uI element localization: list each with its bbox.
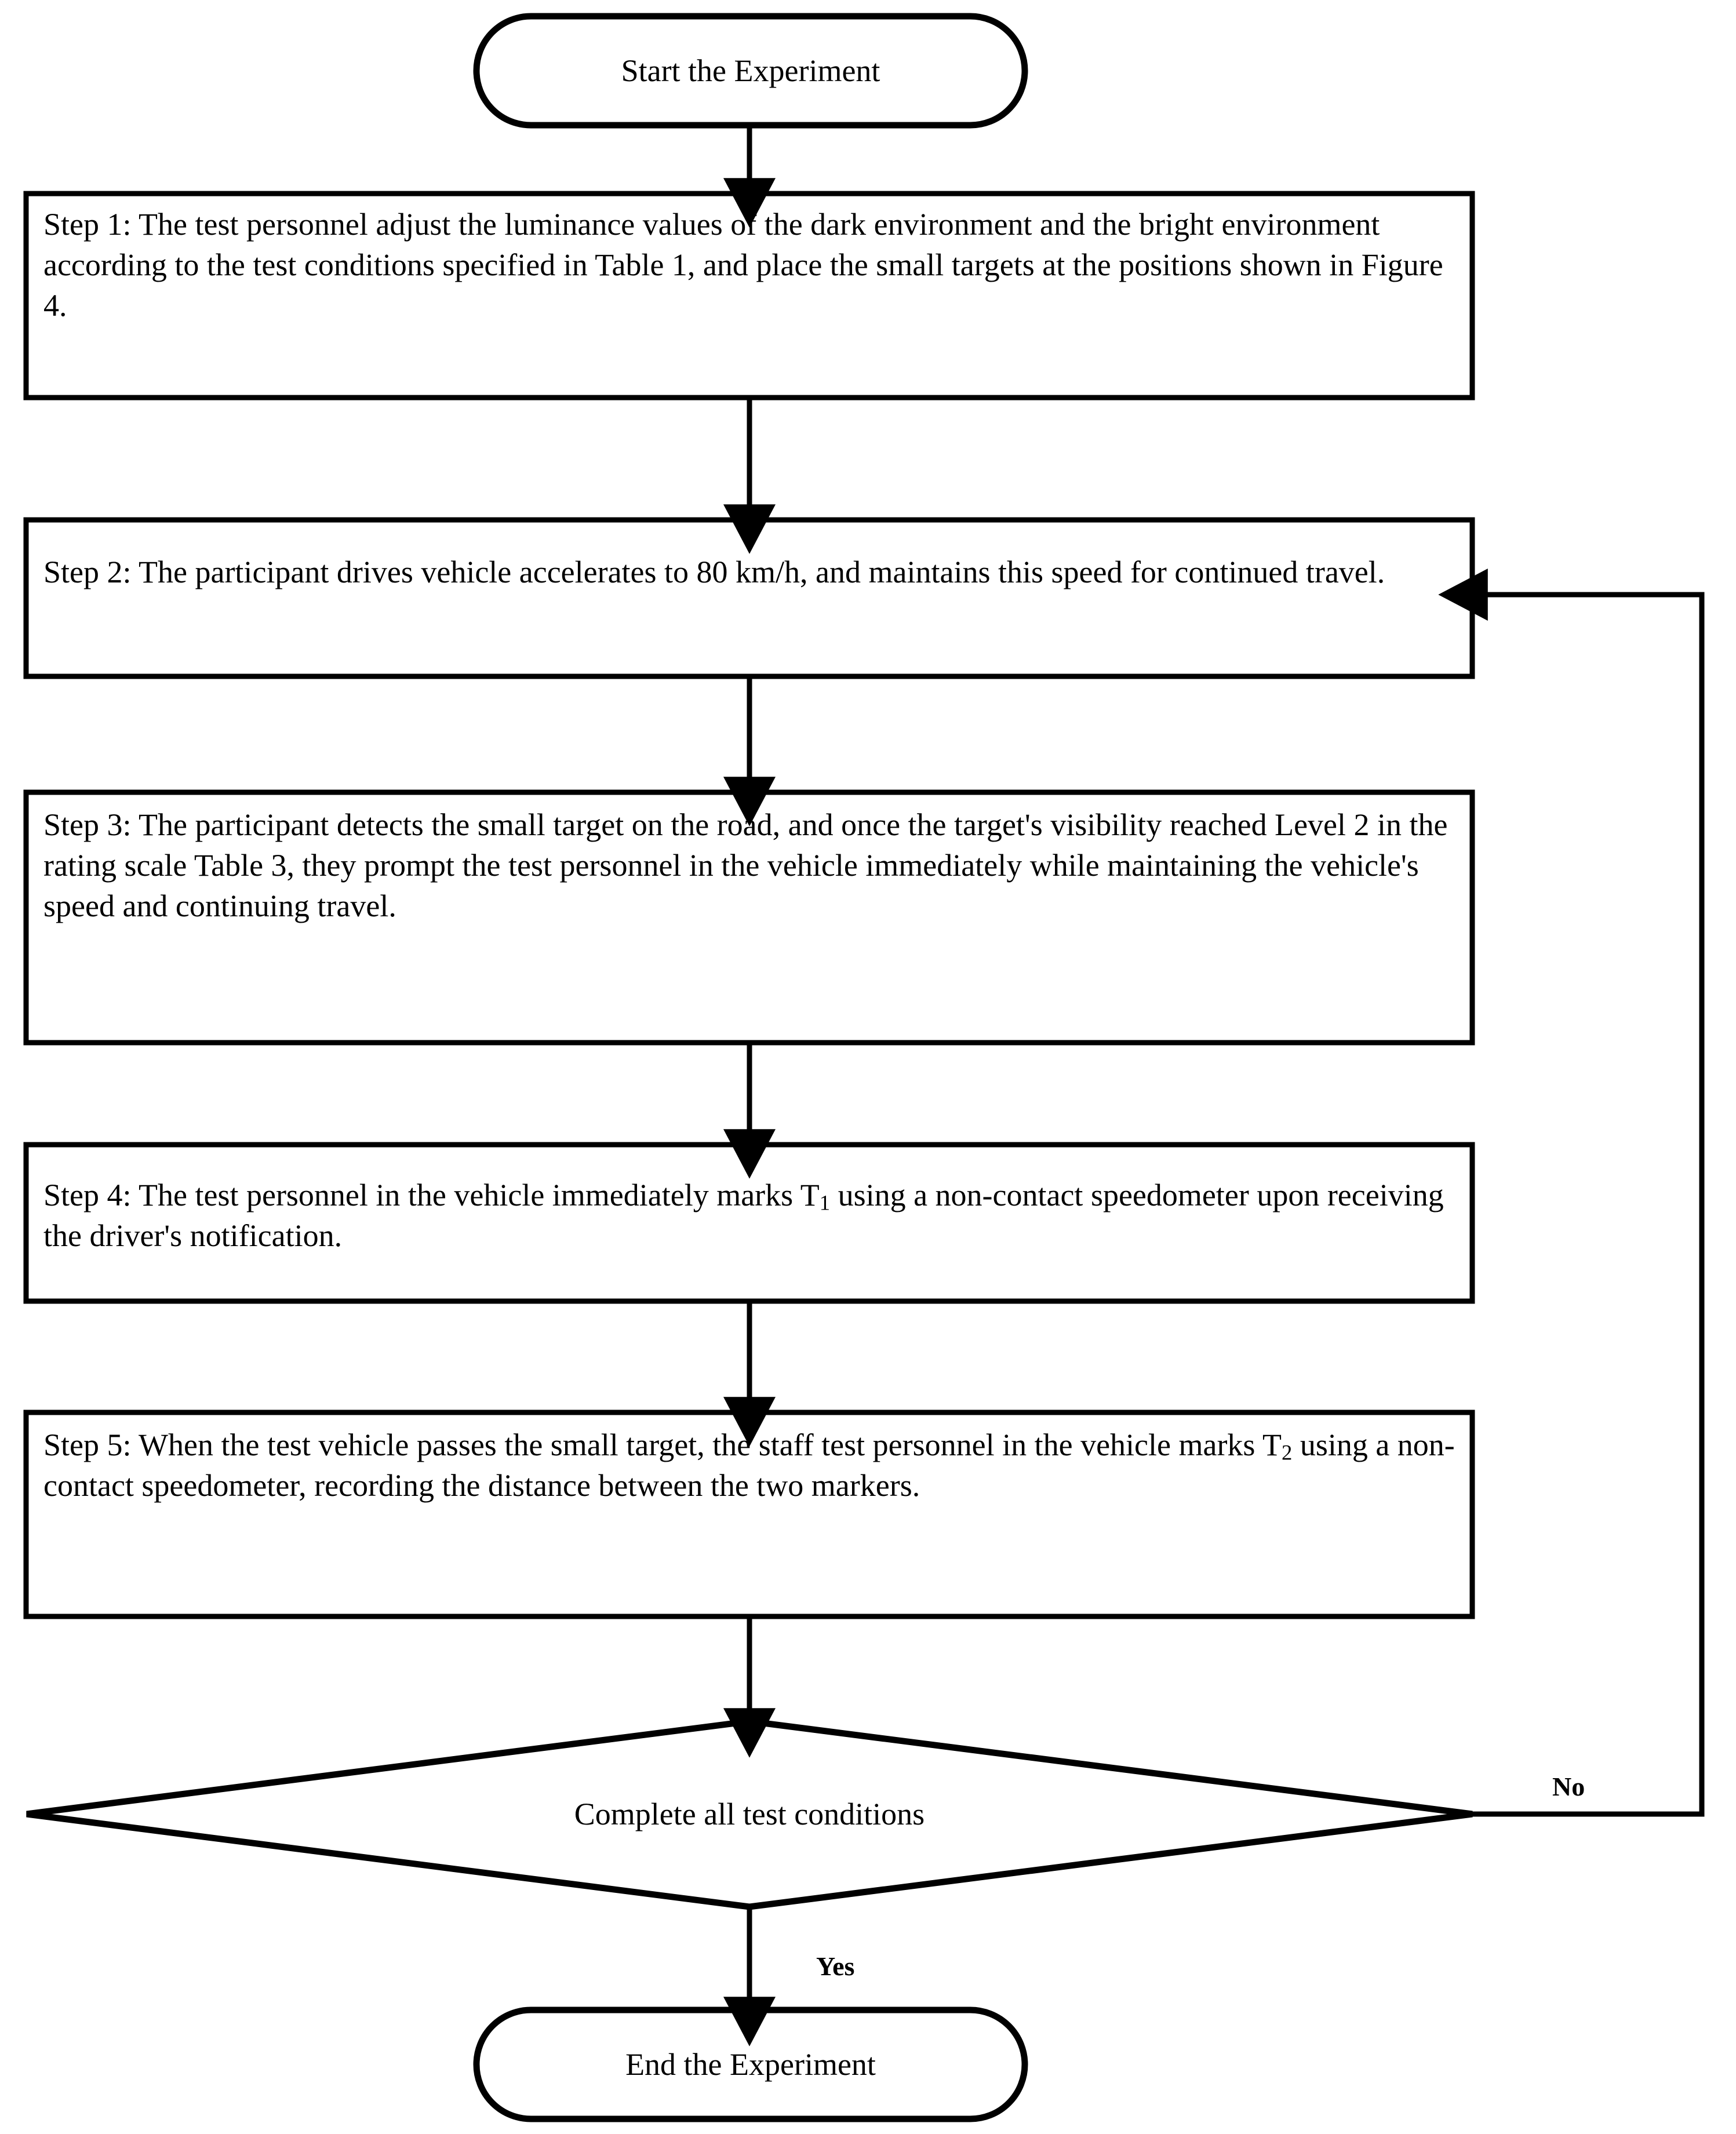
edge-label-yes: Yes — [816, 1951, 855, 1981]
step3-node-shape[interactable] — [23, 789, 1475, 1046]
end-node-label: End the Experiment — [625, 2046, 876, 2082]
step4-label-post: using a non-contact speedometer upon rec… — [43, 1178, 1452, 1254]
start-node-label: Start the Experiment — [621, 53, 880, 88]
edge-decision-no-to-step2 — [1438, 569, 1705, 1817]
step4-label-pre: Step 4: The test personnel in the vehicl… — [43, 1178, 820, 1212]
step1-node-label: Step 1: The test personnel adjust the lu… — [43, 207, 1451, 323]
step5-node-label: Step 5: When the test vehicle passes the… — [43, 1425, 1458, 1610]
step4-label-subscript: 1 — [819, 1190, 831, 1215]
step5-label-post: using a non-contact speedometer, recordi… — [43, 1427, 1455, 1503]
step3-node-label: Step 3: The participant detects the smal… — [43, 807, 1455, 924]
decision-node-label: Complete all test conditions — [574, 1796, 925, 1831]
step4-node-label: Step 4: The test personnel in the vehicl… — [43, 1175, 1458, 1291]
step2-node-label: Step 2: The participant drives vehicle a… — [43, 555, 1385, 589]
edge-label-no: No — [1552, 1772, 1585, 1801]
step5-label-subscript: 2 — [1281, 1440, 1293, 1465]
step5-label-pre: Step 5: When the test vehicle passes the… — [43, 1427, 1282, 1462]
